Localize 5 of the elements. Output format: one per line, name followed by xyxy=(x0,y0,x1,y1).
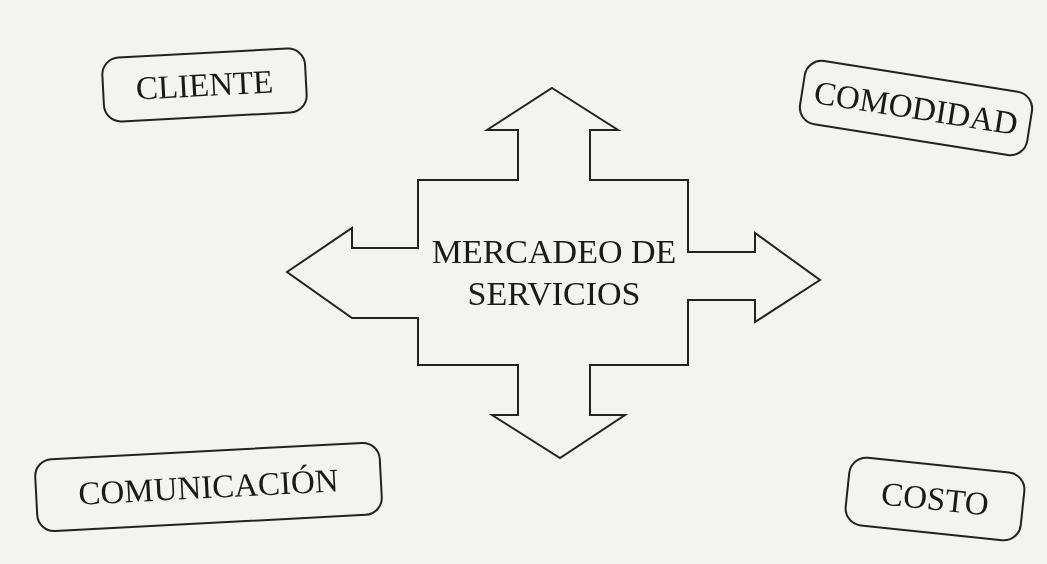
rounded-label-box: CLIENTE xyxy=(100,46,309,124)
rounded-label-box: COMUNICACIÓN xyxy=(33,440,384,534)
node-label: MERCADEO DE SERVICIOS xyxy=(430,231,678,314)
rounded-label-box: COSTO xyxy=(842,454,1028,544)
rounded-label-box: COMODIDAD xyxy=(796,57,1036,159)
